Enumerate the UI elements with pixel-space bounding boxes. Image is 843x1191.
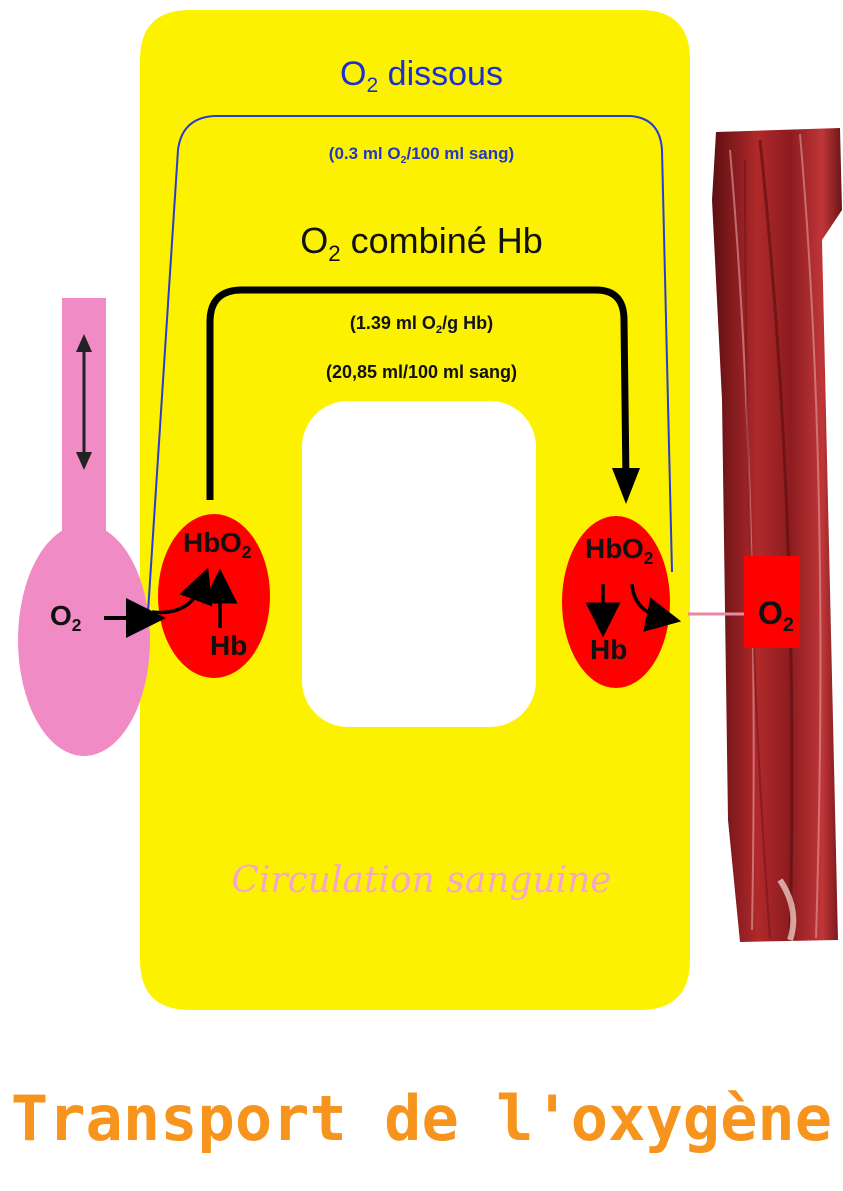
right-cell-hb-label: Hb: [585, 533, 622, 565]
dissolved-o2-rate: (0.3 ml O2/100 ml sang): [0, 144, 843, 164]
circulation-label: Circulation sanguine: [0, 860, 843, 901]
left-cell-o2-label: O2: [220, 527, 251, 559]
combined-hb-label: O2 combiné Hb: [0, 220, 843, 262]
combined-hb-rate-blood: (20,85 ml/100 ml sang): [0, 362, 843, 383]
right-cell-o2-label: O2: [622, 533, 653, 565]
muscle-o2-label: O2: [758, 595, 794, 632]
left-cell-hb-label: Hb: [183, 527, 220, 559]
dissolved-o2-label: O2 dissous: [0, 55, 843, 94]
lung-o2-label: O2: [50, 600, 81, 632]
inner-white-panel: [302, 401, 536, 727]
page-title: Transport de l'oxygène: [0, 1082, 843, 1155]
left-cell-free-hb-label: Hb: [210, 630, 247, 662]
combined-hb-rate: (1.39 ml O2/g Hb): [0, 313, 843, 334]
right-cell-free-hb-label: Hb: [590, 634, 627, 666]
